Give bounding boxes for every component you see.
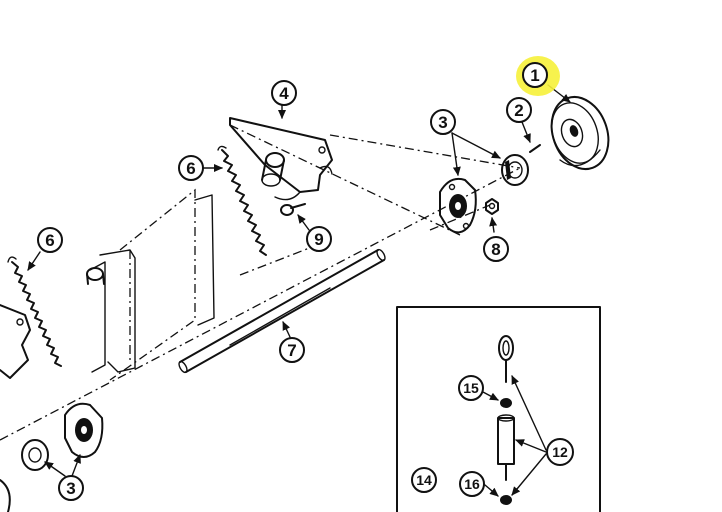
shaft [178,248,386,374]
hex-nut [485,198,499,215]
callout-6-upper: 6 [178,155,204,181]
callout-8-label: 8 [491,240,500,259]
callout-15-label: 15 [463,380,479,396]
callout-3-upper-label: 3 [438,113,447,132]
key-pin [529,144,541,153]
left-bracket-plate [0,304,31,379]
callout-2: 2 [506,97,532,123]
locking-collar-lower [21,439,49,471]
bolt [280,203,306,216]
callout-12: 12 [546,438,574,466]
spring-upper [217,145,267,256]
pulley-partial [0,479,11,512]
callout-14: 14 [411,467,437,493]
callout-9-label: 9 [314,230,323,249]
callout-12-label: 12 [552,444,568,460]
turnbuckle-body [497,398,515,505]
callout-16-label: 16 [464,476,480,492]
assembly-center-lines [0,124,521,441]
callout-2-label: 2 [514,101,523,120]
bracket-bushing [261,152,285,187]
leader-lines [27,84,571,497]
callout-7: 7 [279,337,305,363]
callout-7-label: 7 [287,341,296,360]
pulley [550,96,610,170]
spring-lower [7,256,62,367]
frame-outline [86,194,215,373]
locking-collar-upper [501,154,529,186]
callout-6-upper-label: 6 [186,159,195,178]
callout-16: 16 [459,471,485,497]
callout-3-upper: 3 [430,109,456,135]
callout-1: 1 [516,56,560,96]
callout-4: 4 [271,80,297,106]
callout-9: 9 [306,226,332,252]
callout-8: 8 [483,236,509,262]
eye-bolt [498,335,514,383]
flange-bearing-upper [439,177,477,234]
callout-6-lower-label: 6 [45,231,54,250]
callout-3-lower: 3 [58,475,84,501]
callout-14-label: 14 [416,472,432,488]
callout-4-label: 4 [279,84,289,103]
flange-bearing-lower [64,402,104,458]
callout-3-lower-label: 3 [66,479,75,498]
callout-6-lower: 6 [37,227,63,253]
callout-1-label: 1 [530,66,539,85]
callout-15: 15 [458,375,484,401]
bracket-plate [229,117,333,201]
inset-detail-box [396,306,601,512]
